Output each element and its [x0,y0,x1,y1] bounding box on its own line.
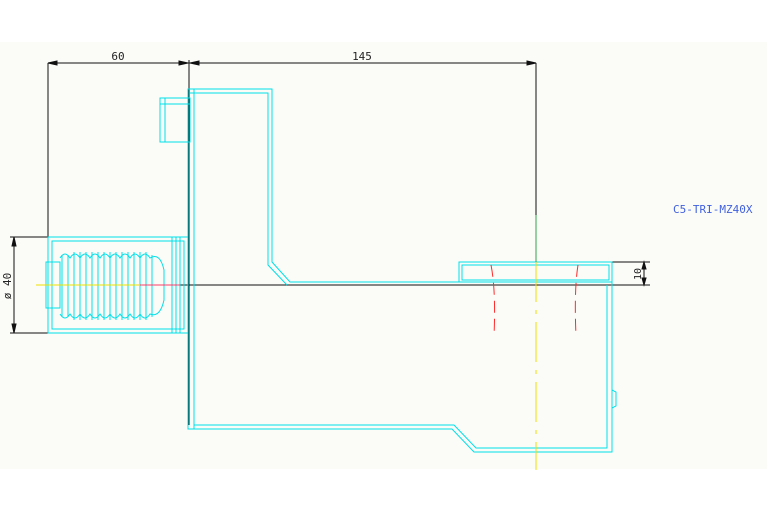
dimension-text-width-left: 60 [111,50,124,63]
dimension-text-width-right: 145 [352,50,372,63]
drawing-area [0,42,767,469]
centerlines [36,215,537,470]
dimension-lines [10,60,650,425]
dimension-text-diameter: ø 40 [1,273,14,300]
part-label: C5-TRI-MZ40X [673,203,753,216]
hidden-lines [490,264,579,337]
dimension-text-height-small: 10 [633,268,644,280]
